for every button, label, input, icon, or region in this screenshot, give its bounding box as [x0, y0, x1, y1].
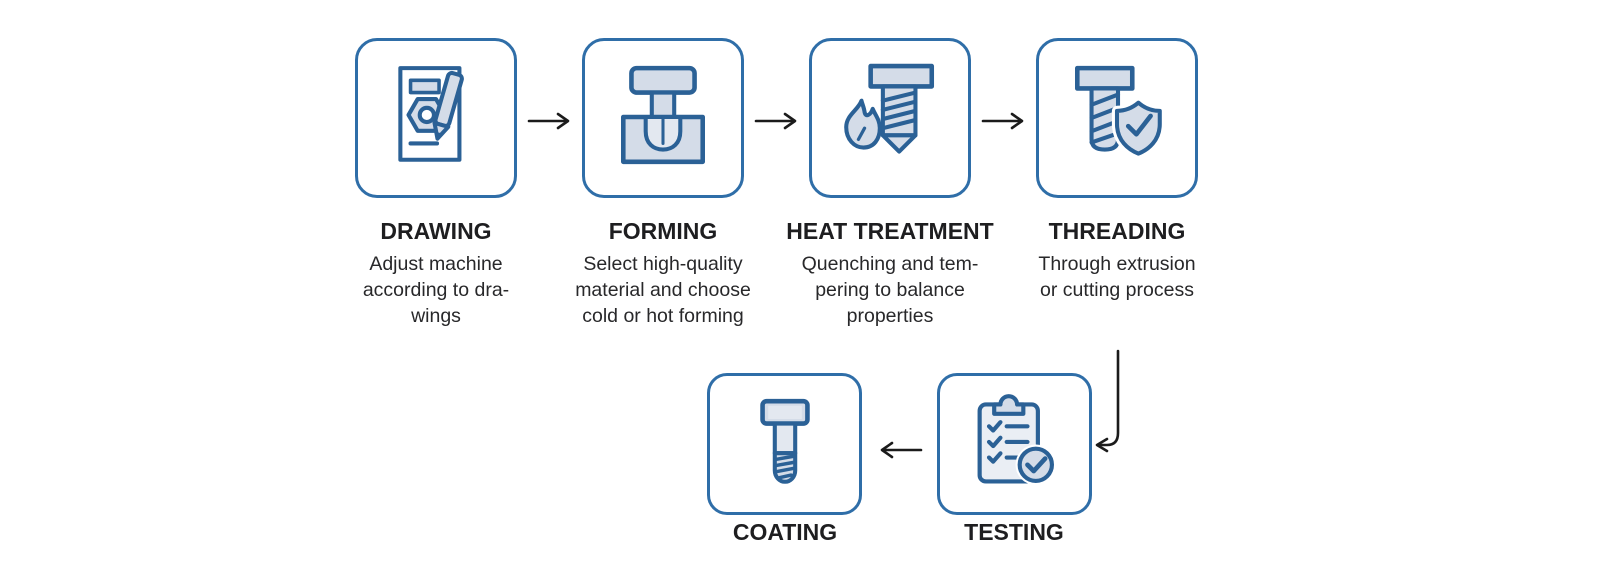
bolt-head: [1075, 65, 1135, 91]
right-arrow-icon: [527, 112, 570, 130]
step-label-coating: COATING: [685, 517, 885, 547]
step-card-testing: [937, 373, 1092, 515]
check-2: [986, 435, 1003, 449]
step-title: DRAWING: [380, 218, 492, 244]
step-title: HEAT TREATMENT: [786, 218, 994, 244]
right-arrow-icon: [754, 112, 797, 130]
check-mark: [1125, 113, 1153, 137]
checklist-clipboard-icon: [977, 394, 1056, 486]
step-description: Quenching and tem- pering to balance pro…: [801, 253, 979, 327]
flame: [844, 98, 882, 150]
step-label-forming: FORMING Select high-quality material and…: [543, 216, 783, 329]
check-3: [986, 451, 1003, 464]
step-description: Select high-quality material and choose …: [575, 253, 751, 327]
step-card-heat-treatment: [809, 38, 971, 198]
step-card-threading: [1036, 38, 1198, 198]
elbow-down-left-arrow-icon: [1095, 349, 1120, 453]
step-label-threading: THREADING Through extrusion or cutting p…: [997, 216, 1237, 303]
title-block: [408, 78, 441, 95]
step-description: Through extrusion or cutting process: [1038, 253, 1196, 301]
bolt-shield-check-icon: [1075, 65, 1165, 159]
blueprint-pencil-icon: [398, 66, 464, 162]
punch-head: [629, 65, 697, 95]
flame-screw-icon: [844, 63, 935, 154]
right-arrow-icon: [981, 112, 1024, 130]
pencil: [432, 70, 464, 141]
step-label-testing: TESTING: [914, 517, 1114, 547]
bolt-shank: [772, 421, 797, 456]
flame-detail: [856, 126, 867, 142]
step-description: Adjust machine according to dra- wings: [362, 253, 510, 327]
step-card-coating: [707, 373, 862, 515]
check-1: [986, 420, 1003, 433]
badge-check: [1024, 456, 1047, 474]
step-title: THREADING: [1048, 218, 1186, 244]
press-die-icon: [621, 65, 705, 165]
left-arrow-icon: [880, 441, 923, 459]
step-title: COATING: [732, 519, 838, 545]
nut-hole: [417, 105, 436, 125]
step-title: TESTING: [964, 519, 1064, 545]
step-label-heat-treatment: HEAT TREATMENT Quenching and tem- pering…: [770, 216, 1010, 329]
screw-head: [868, 63, 935, 89]
clipboard-clip: [991, 394, 1025, 416]
step-title: FORMING: [608, 218, 718, 244]
approved-badge: [1017, 446, 1054, 483]
coated-bolt-icon: [759, 398, 810, 484]
screw-tip: [880, 133, 918, 154]
step-card-drawing: [355, 38, 517, 198]
step-label-drawing: DRAWING Adjust machine according to dra-…: [316, 216, 556, 329]
step-card-forming: [582, 38, 744, 198]
